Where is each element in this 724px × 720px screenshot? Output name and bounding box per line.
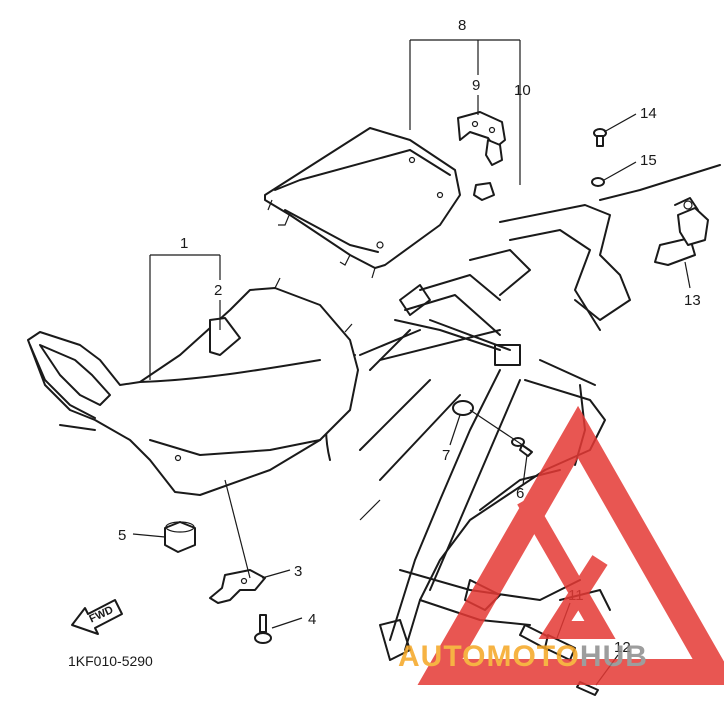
watermark-triangle [417,405,724,685]
callout-10: 10 [514,82,531,99]
seat-bracket [209,569,266,604]
screw-12 [576,681,599,696]
seat-damper [164,521,196,553]
callout-14: 14 [640,105,657,122]
callout-4: 4 [308,611,316,628]
bolt-14 [593,128,607,147]
callout-7: 7 [442,447,450,464]
collar-7 [452,400,474,416]
callout-3: 3 [294,563,302,580]
grommet-15 [591,177,605,187]
callout-8: 8 [458,17,466,34]
callout-5: 5 [118,527,126,544]
damper [473,182,495,201]
watermark-text: AUTOMOTOHUB [398,640,648,673]
fwd-arrow: FWD [71,599,123,635]
callout-15: 15 [640,152,657,169]
watermark-logo: AUTOMOTOHUB [398,405,724,685]
watermark-inner-mark [517,495,616,639]
callout-9: 9 [472,77,480,94]
main-seat [27,277,359,496]
callout-12: 12 [614,639,631,656]
seat-lock [654,197,709,266]
rear-seat [264,127,461,279]
diagram-code: 1KF010-5290 [68,653,153,669]
motorcycle-frame [325,164,721,661]
callout-2: 2 [214,282,222,299]
rear-seat-bracket [457,111,506,166]
callout-13: 13 [684,292,701,309]
callout-1: 1 [180,235,188,252]
callout-6: 6 [516,485,524,502]
bolt-4 [254,614,272,644]
